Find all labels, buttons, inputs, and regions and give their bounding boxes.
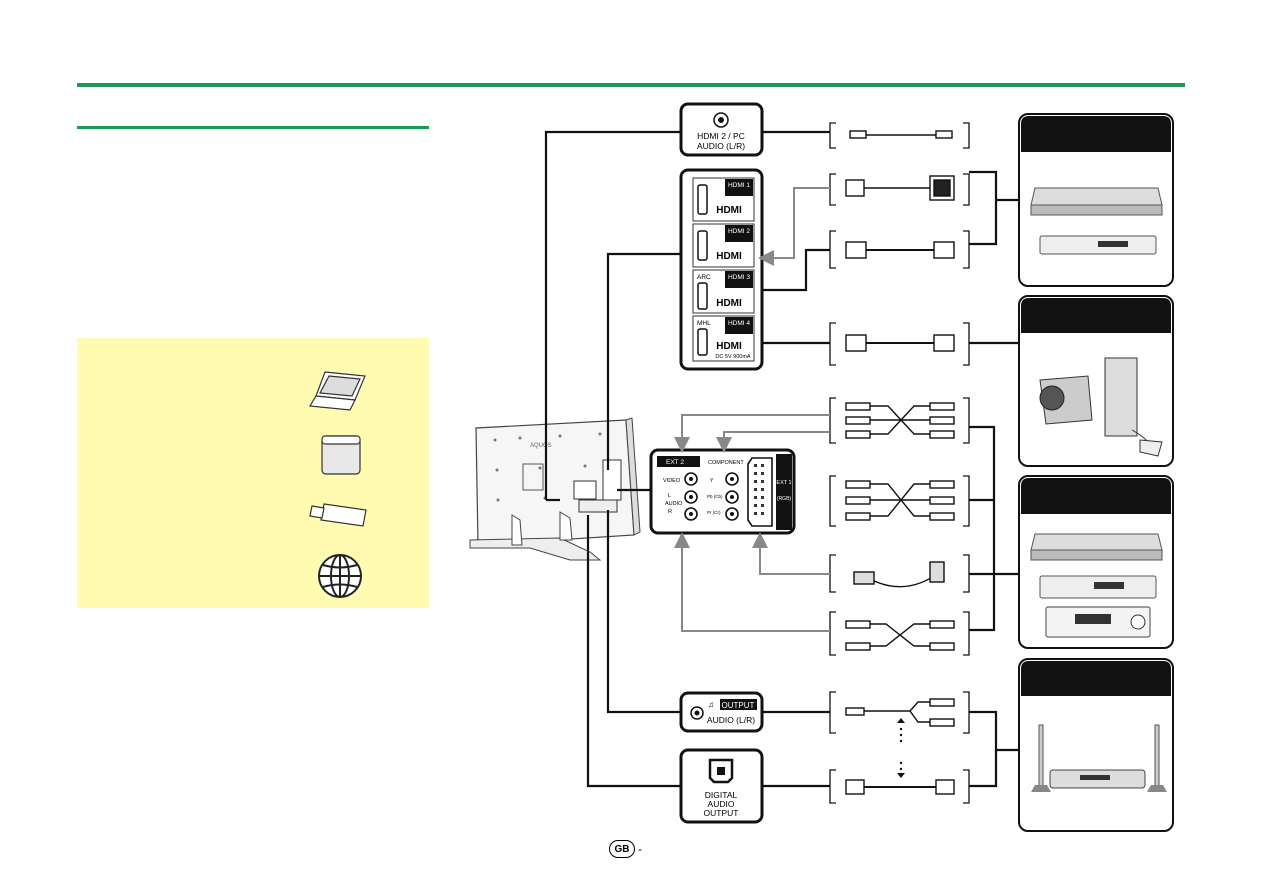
hdd-icon: [321, 435, 361, 475]
page-number-dash: -: [638, 842, 642, 856]
hdmi1-label: HDMI 1: [728, 182, 750, 189]
section-rule: [77, 126, 429, 129]
hdmi2-label: HDMI 2: [728, 228, 750, 235]
audio-r-label: R: [668, 509, 672, 515]
hdmi2-port: HDMI 2 HDMI: [692, 223, 755, 268]
digital-audio-label-1: DIGITAL: [705, 790, 738, 800]
hdmi2-pc-audio-label-2: AUDIO (L/R): [697, 141, 745, 151]
video-label: VIDEO: [663, 478, 681, 484]
output-badge: OUTPUT: [722, 701, 755, 710]
hdmi4-label: HDMI 4: [728, 320, 750, 327]
component-pb-label: Pb (Cb): [707, 494, 723, 499]
hdmi4-spec: DC 5V 900mA: [715, 354, 750, 360]
digital-audio-label-2: AUDIO: [708, 799, 735, 809]
device-link-lines: [969, 170, 1019, 788]
component-pr-label: Pr (Cr): [707, 510, 721, 515]
audio-l-label: L: [668, 493, 671, 499]
page-footer: GB -: [609, 840, 642, 858]
hdmi1-port: HDMI 1 HDMI: [692, 177, 755, 222]
component-label: COMPONENT: [708, 460, 744, 466]
tv-link-lines: [544, 130, 681, 788]
ext1-rgb-label: (RGB): [777, 496, 792, 502]
hdmi4-port: HDMI 4 MHL HDMI DC 5V 900mA: [692, 315, 755, 362]
laptop-icon: [308, 371, 366, 411]
audio-output-label: AUDIO (L/R): [707, 715, 755, 725]
hdmi3-label: HDMI 3: [728, 274, 750, 281]
globe-icon: [318, 554, 362, 598]
hdmi2-pc-audio-label-1: HDMI 2 / PC: [697, 131, 745, 141]
hdmi1-logo: HDMI: [716, 205, 742, 216]
hdmi3-arc-tag: ARC: [697, 274, 711, 281]
audio-label: AUDIO: [665, 501, 683, 507]
note-box: [77, 338, 429, 608]
dotted-arrows: [897, 718, 905, 778]
component-y-label: Y: [710, 478, 714, 484]
headphone-icon: ♫: [708, 700, 714, 709]
hdmi3-logo: HDMI: [716, 298, 742, 309]
signal-arrows: [674, 187, 830, 632]
hdmi-port-panel: HDMI 1 HDMI HDMI 2 HDMI HDMI 3 ARC HDMI …: [679, 168, 764, 371]
device-box-audio-system: [1018, 658, 1174, 832]
device-box-recorders: [1018, 475, 1174, 649]
digital-audio-output-port: DIGITAL AUDIO OUTPUT: [679, 748, 764, 824]
tv-back-illustration: AQUOS: [469, 417, 641, 561]
region-badge: GB: [609, 840, 635, 858]
hdmi2-pc-audio-port: HDMI 2 / PC AUDIO (L/R): [679, 102, 764, 157]
hdmi2-logo: HDMI: [716, 251, 742, 262]
hdmi3-port: HDMI 3 ARC HDMI: [692, 269, 755, 314]
device-box-camcorder-console: [1018, 295, 1174, 467]
ext1-label: EXT 1: [776, 480, 791, 486]
usb-stick-icon: [309, 503, 367, 527]
digital-audio-label-3: OUTPUT: [704, 808, 739, 818]
hdmi4-logo: HDMI: [716, 341, 742, 352]
device-box-player-1: [1018, 113, 1174, 287]
ext2-label: EXT 2: [666, 459, 684, 466]
hdmi4-mhl-tag: MHL: [697, 320, 711, 327]
top-rule: [77, 83, 1185, 87]
port-to-cable-lines: [762, 130, 830, 788]
audio-output-port: ♫ OUTPUT AUDIO (L/R): [679, 691, 764, 733]
ext-port-panel: EXT 2 COMPONENT VIDEO L AUDIO R Y Pb (Cb…: [649, 448, 796, 535]
cable-illustrations: [845, 130, 955, 795]
tv-brand-label: AQUOS: [530, 443, 552, 449]
scart-ext1-port: EXT 1 (RGB): [747, 454, 792, 530]
